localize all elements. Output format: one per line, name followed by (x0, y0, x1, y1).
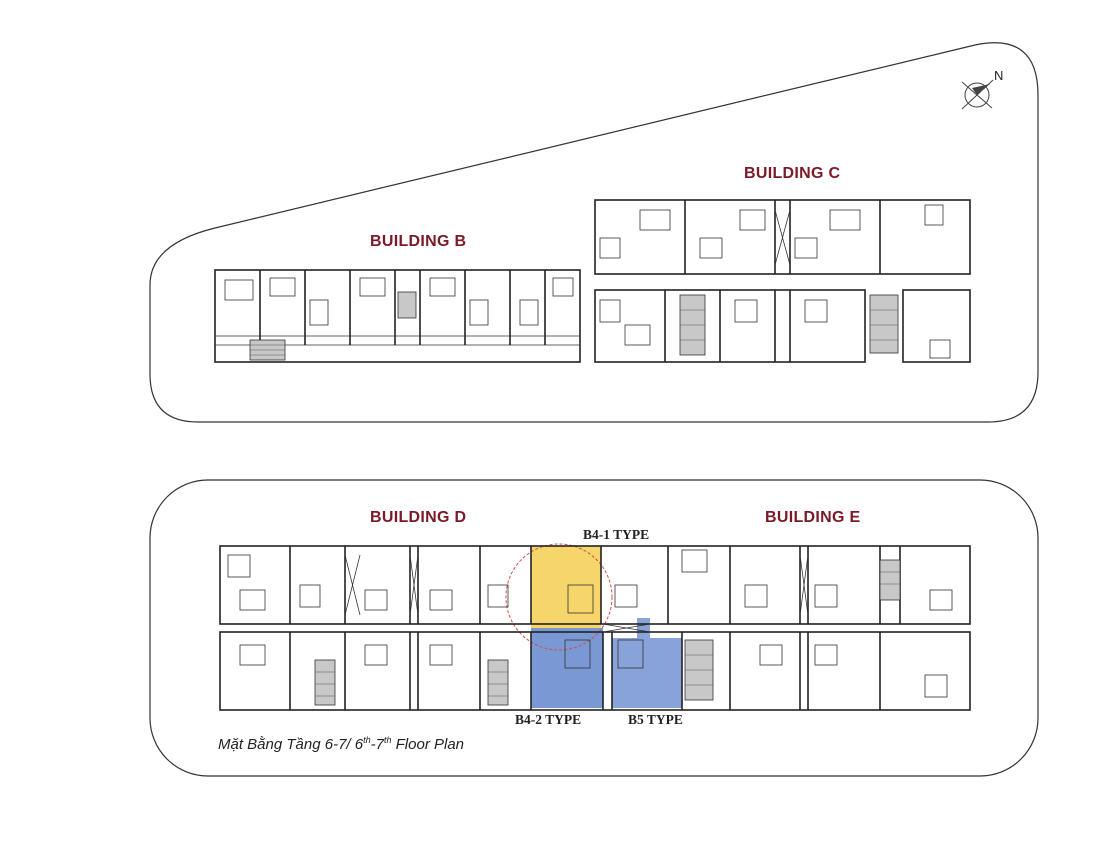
building-b-plan (214, 269, 581, 363)
compass-north-label: N (994, 68, 1003, 83)
unit-b5-label: B5 TYPE (628, 712, 683, 727)
building-b-label: BUILDING B (370, 233, 466, 250)
building-d-label: BUILDING D (370, 509, 466, 526)
building-d-e-plan (219, 545, 971, 711)
building-c-plan (594, 199, 971, 363)
site-boundary-top (149, 42, 1039, 423)
unit-b4-1-label: B4-1 TYPE (583, 527, 649, 542)
caption-main: Mặt Bằng Tầng 6-7/ 6 (218, 736, 364, 753)
compass-icon: N (961, 68, 1003, 110)
floor-plan-caption: Mặt Bằng Tầng 6-7/ 6th-7th Floor Plan (218, 735, 464, 753)
building-e-label: BUILDING E (765, 509, 860, 526)
building-c-label: BUILDING C (744, 165, 840, 182)
caption-mid: -7 (371, 736, 385, 753)
caption-tail: Floor Plan (391, 736, 464, 753)
caption-sup-2: th (384, 735, 392, 745)
unit-b4-2-label: B4-2 TYPE (515, 712, 581, 727)
unit-b4-1-highlight (531, 546, 601, 628)
site-boundary-bottom (149, 479, 1039, 777)
caption-sup-1: th (363, 735, 371, 745)
highlight-circle (505, 543, 613, 651)
unit-b5-highlight (612, 618, 682, 708)
